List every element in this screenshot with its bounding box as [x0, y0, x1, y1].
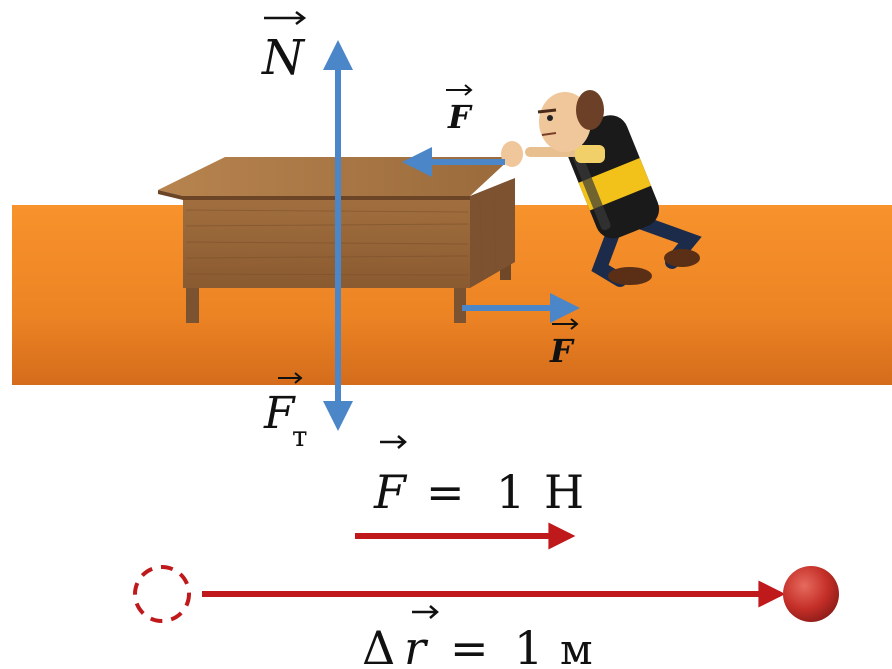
displacement-equation-delta: Δ: [362, 621, 395, 669]
force-arrows: [323, 40, 580, 431]
label-friction-force: F: [549, 318, 579, 370]
displacement-equation: Δ r = 1 м: [362, 605, 593, 669]
start-position-marker: [133, 565, 191, 623]
label-normal-force-symbol: N: [261, 30, 306, 86]
force-equation: F = 1 Н: [373, 435, 584, 519]
displacement-equation-unit: м: [560, 625, 593, 669]
label-gravity-force: F т: [263, 372, 308, 453]
force-equation-equals: =: [426, 465, 465, 519]
force-equation-symbol: F: [373, 465, 408, 519]
pushing-person: [501, 90, 702, 287]
force-equation-unit: Н: [544, 465, 584, 519]
end-position-ball: [783, 566, 839, 622]
force-equation-value: 1: [496, 465, 525, 519]
table: [158, 157, 515, 323]
displacement-equation-value: 1: [514, 621, 543, 669]
label-gravity-force-symbol: F: [263, 388, 296, 439]
displacement-equation-equals: =: [450, 621, 489, 669]
displacement-equation-symbol: r: [404, 621, 429, 669]
label-push-force: F: [446, 84, 473, 136]
label-push-force-symbol: F: [447, 98, 473, 136]
label-normal-force: N: [261, 11, 307, 86]
label-friction-force-symbol: F: [549, 332, 575, 370]
label-gravity-subscript: т: [292, 420, 308, 453]
